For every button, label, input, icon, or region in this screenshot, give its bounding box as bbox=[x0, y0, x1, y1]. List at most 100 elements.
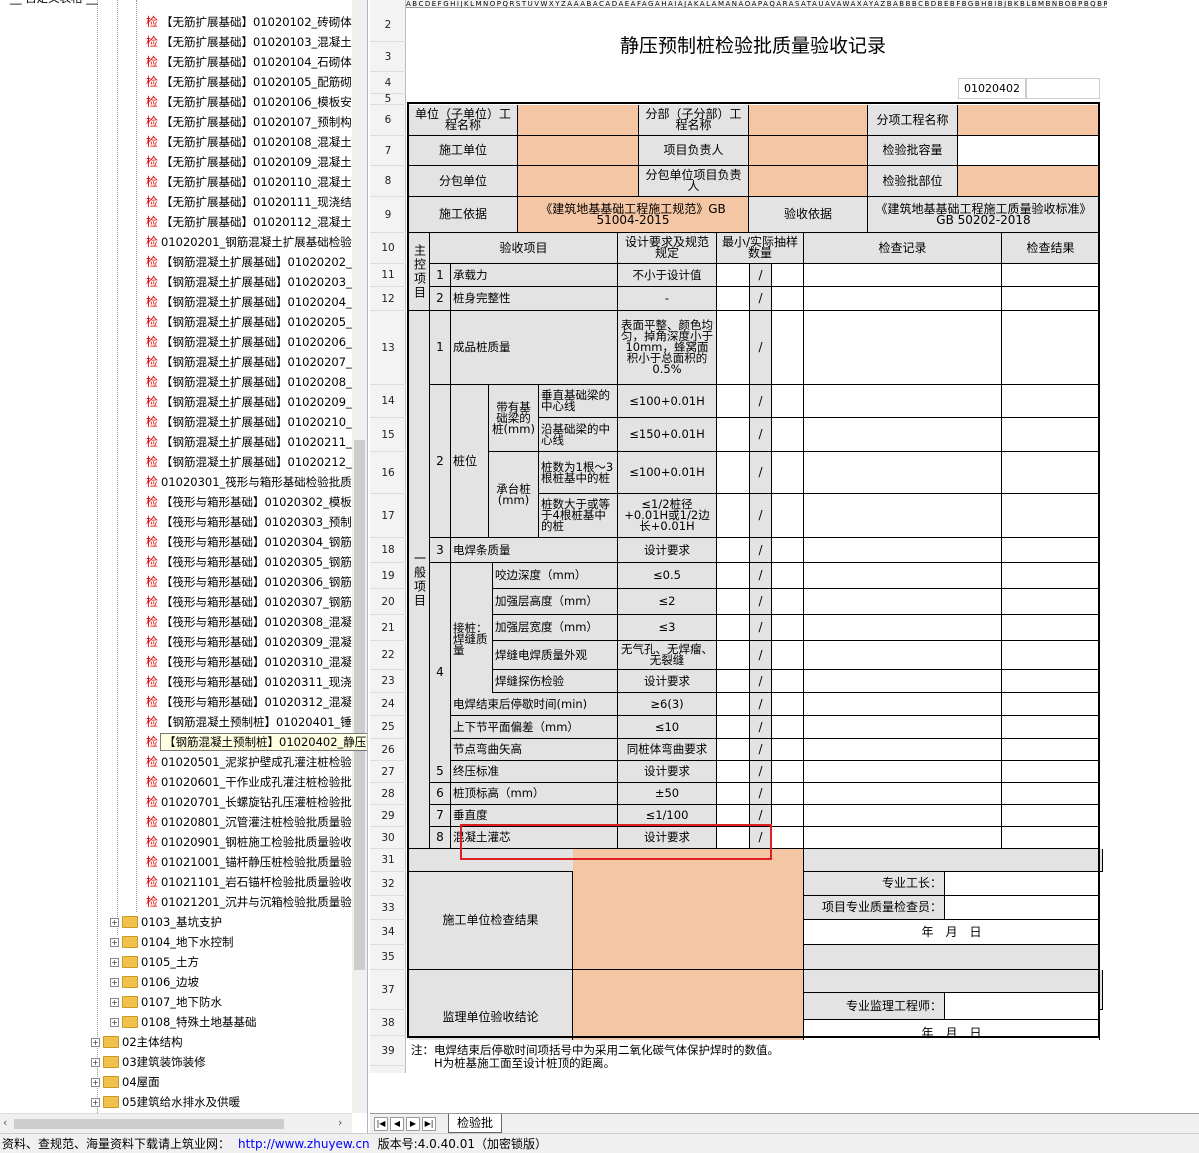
row-number[interactable]: 18 bbox=[370, 538, 406, 563]
sample-min[interactable] bbox=[717, 783, 750, 805]
contractor-value[interactable] bbox=[518, 136, 639, 166]
tree-item[interactable]: 检【钢筋混凝土扩展基础】01020207_ bbox=[146, 352, 352, 372]
row-number[interactable]: 3 bbox=[370, 42, 406, 72]
tree-vertical-scrollbar[interactable] bbox=[352, 0, 367, 1113]
row-number[interactable]: 25 bbox=[370, 716, 406, 739]
expand-icon[interactable]: + bbox=[110, 918, 119, 927]
sample-min[interactable] bbox=[717, 494, 750, 538]
capacity-value[interactable] bbox=[958, 136, 1100, 166]
check-record[interactable] bbox=[804, 311, 1002, 385]
expand-icon[interactable]: + bbox=[91, 1038, 100, 1047]
tree-item[interactable]: 检【钢筋混凝土扩展基础】01020211_ bbox=[146, 432, 352, 452]
tree-item[interactable]: 检【钢筋混凝土扩展基础】01020212_ bbox=[146, 452, 352, 472]
check-result[interactable] bbox=[1002, 538, 1100, 563]
next-sheet-icon[interactable]: ▶ bbox=[406, 1117, 420, 1131]
expand-icon[interactable]: + bbox=[110, 938, 119, 947]
tree-folder[interactable]: +0106_边坡 bbox=[110, 972, 199, 992]
sample-min[interactable] bbox=[717, 589, 750, 615]
check-result[interactable] bbox=[1002, 452, 1100, 494]
expand-icon[interactable]: + bbox=[91, 1078, 100, 1087]
check-result[interactable] bbox=[1002, 761, 1100, 783]
subcontractor-value[interactable] bbox=[518, 166, 639, 197]
sample-actual[interactable] bbox=[772, 693, 804, 716]
expand-icon[interactable]: + bbox=[91, 1098, 100, 1107]
tree-folder[interactable]: +0104_地下水控制 bbox=[110, 932, 234, 952]
tree-item[interactable]: 检【筏形与箱形基础】01020311_现浇 bbox=[146, 672, 352, 692]
tree-horizontal-scrollbar[interactable]: ‹ › bbox=[0, 1113, 352, 1133]
sample-actual[interactable] bbox=[772, 287, 804, 311]
scroll-right-icon[interactable]: › bbox=[338, 1116, 343, 1129]
check-record[interactable] bbox=[804, 641, 1002, 670]
row-number[interactable]: 30 bbox=[370, 827, 406, 849]
tree-item[interactable]: 检【钢筋混凝土扩展基础】01020208_ bbox=[146, 372, 352, 392]
tree-item[interactable]: 检【无筋扩展基础】01020107_预制构 bbox=[146, 112, 352, 132]
check-record[interactable] bbox=[804, 615, 1002, 641]
tree-item[interactable]: 检【钢筋混凝土扩展基础】01020205_ bbox=[146, 312, 352, 332]
row-number[interactable]: 5 bbox=[370, 94, 406, 105]
sample-actual[interactable] bbox=[772, 716, 804, 739]
sample-min[interactable] bbox=[717, 716, 750, 739]
row-number[interactable]: 32 bbox=[370, 872, 406, 896]
subdiv-value[interactable] bbox=[749, 105, 868, 136]
sample-min[interactable] bbox=[717, 385, 750, 418]
row-number[interactable]: 2 bbox=[370, 9, 406, 42]
tree-item[interactable]: 检【钢筋混凝土扩展基础】01020202_ bbox=[146, 252, 352, 272]
tree-item[interactable]: 检【无筋扩展基础】01020111_现浇结 bbox=[146, 192, 352, 212]
sample-min[interactable] bbox=[717, 538, 750, 563]
sample-min[interactable] bbox=[717, 827, 750, 849]
sample-actual[interactable] bbox=[772, 670, 804, 693]
sample-actual[interactable] bbox=[772, 641, 804, 670]
check-result[interactable] bbox=[1002, 827, 1100, 849]
check-record[interactable] bbox=[804, 538, 1002, 563]
tree-item[interactable]: 检【筏形与箱形基础】01020304_钢筋 bbox=[146, 532, 352, 552]
sample-min[interactable] bbox=[717, 641, 750, 670]
sample-min[interactable] bbox=[717, 418, 750, 452]
sample-min[interactable] bbox=[717, 693, 750, 716]
tree-item[interactable]: 检【无筋扩展基础】01020109_混凝土 bbox=[146, 152, 352, 172]
check-record[interactable] bbox=[804, 494, 1002, 538]
sample-actual[interactable] bbox=[772, 452, 804, 494]
tree-vscroll-thumb[interactable] bbox=[354, 440, 365, 970]
tree-item[interactable]: 检【钢筋混凝土扩展基础】01020206_ bbox=[146, 332, 352, 352]
sample-min[interactable] bbox=[717, 739, 750, 761]
row-number[interactable]: 22 bbox=[370, 641, 406, 670]
row-number[interactable]: 19 bbox=[370, 563, 406, 589]
check-result[interactable] bbox=[1002, 716, 1100, 739]
check-record[interactable] bbox=[804, 563, 1002, 589]
tree-folder[interactable]: +0103_基坑支护 bbox=[110, 912, 222, 932]
check-record[interactable] bbox=[804, 264, 1002, 287]
pm-value[interactable] bbox=[749, 136, 868, 166]
row-number[interactable]: 11 bbox=[370, 264, 406, 287]
check-record[interactable] bbox=[804, 716, 1002, 739]
row-number[interactable]: 13 bbox=[370, 311, 406, 385]
part-value[interactable] bbox=[958, 166, 1100, 197]
check-record[interactable] bbox=[804, 761, 1002, 783]
tree-item[interactable]: 检【钢筋混凝土扩展基础】01020209_ bbox=[146, 392, 352, 412]
row-number[interactable]: 8 bbox=[370, 166, 406, 197]
sample-actual[interactable] bbox=[772, 615, 804, 641]
tree-item[interactable]: 检【无筋扩展基础】01020106_模板安 bbox=[146, 92, 352, 112]
row-number[interactable]: 17 bbox=[370, 494, 406, 538]
sample-min[interactable] bbox=[717, 311, 750, 385]
foreman-sign[interactable] bbox=[945, 872, 1100, 896]
row-number[interactable]: 21 bbox=[370, 615, 406, 641]
sample-min[interactable] bbox=[717, 452, 750, 494]
row-number[interactable]: 12 bbox=[370, 287, 406, 311]
tree-item[interactable]: 检【筏形与箱形基础】01020309_混凝 bbox=[146, 632, 352, 652]
check-result[interactable] bbox=[1002, 311, 1100, 385]
tree-top-partial[interactable]: __ 自定义表格 __ bbox=[10, 0, 98, 8]
row-number[interactable]: 35 bbox=[370, 945, 406, 970]
check-result[interactable] bbox=[1002, 739, 1100, 761]
sample-actual[interactable] bbox=[772, 805, 804, 827]
tree-item[interactable]: 检【无筋扩展基础】01020103_混凝土 bbox=[146, 32, 352, 52]
expand-icon[interactable]: + bbox=[110, 958, 119, 967]
tree-item[interactable]: 检【筏形与箱形基础】01020305_钢筋 bbox=[146, 552, 352, 572]
sample-actual[interactable] bbox=[772, 783, 804, 805]
check-result[interactable] bbox=[1002, 287, 1100, 311]
tree-item[interactable]: 检【钢筋混凝土扩展基础】01020210_ bbox=[146, 412, 352, 432]
check-record[interactable] bbox=[804, 827, 1002, 849]
row-number[interactable]: 34 bbox=[370, 920, 406, 945]
